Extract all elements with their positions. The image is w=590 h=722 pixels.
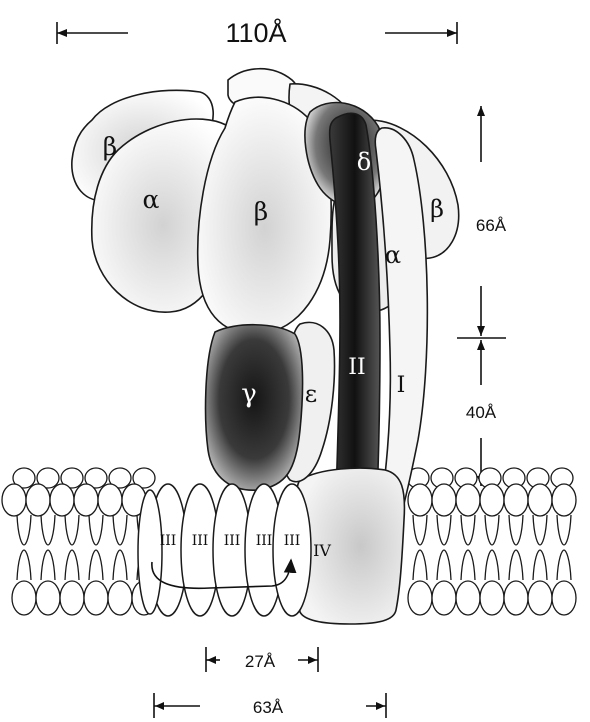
dimension-63-label: 63Å	[253, 698, 284, 717]
lipid-tail	[17, 515, 31, 545]
dimension-66-label: 66Å	[476, 216, 507, 235]
alpha-right-label: α	[385, 241, 401, 269]
lipid-head	[84, 581, 108, 615]
lipid-tail	[533, 515, 547, 545]
beta-right-label: β	[430, 195, 444, 223]
lipid-tail	[65, 515, 79, 545]
lipid-head	[2, 484, 26, 516]
lipid-tail	[89, 515, 103, 545]
lipid-tail	[113, 515, 127, 545]
lipid-tail	[485, 515, 499, 545]
lipid-head	[456, 581, 480, 615]
c-subunit	[273, 484, 311, 616]
lipid-head	[504, 484, 528, 516]
c-subunit-label: III	[224, 533, 241, 549]
lipid-head	[432, 484, 456, 516]
lipid-tail	[89, 550, 103, 580]
c-ring	[138, 484, 311, 616]
lipid-tail	[413, 550, 427, 580]
c-subunit-label: III	[256, 533, 273, 549]
lipid-tail	[41, 515, 55, 545]
c-subunit-label: III	[284, 533, 301, 549]
lipid-head	[108, 581, 132, 615]
lipid-head	[98, 484, 122, 516]
lipid-head	[480, 484, 504, 516]
lipid-head	[480, 581, 504, 615]
lipid-head	[504, 581, 528, 615]
lipid-head	[552, 484, 576, 516]
lipid-tail	[437, 550, 451, 580]
beta-left-label: β	[103, 132, 117, 161]
c-subunit-label: III	[192, 533, 209, 549]
lipid-head	[36, 581, 60, 615]
lipid-tail	[557, 515, 571, 545]
lipid-head	[60, 581, 84, 615]
lipid-head	[408, 484, 432, 516]
lipid-tail	[461, 550, 475, 580]
lipid-head	[456, 484, 480, 516]
gamma-label: γ	[241, 379, 257, 409]
lipid-tail	[557, 550, 571, 580]
lipid-head	[12, 581, 36, 615]
lipid-tail	[113, 550, 127, 580]
dimension-110-label: 110Å	[225, 17, 286, 48]
epsilon-label: ε	[305, 380, 317, 408]
lipid-tail	[509, 550, 523, 580]
c-subunit-edge	[138, 490, 162, 614]
b-subunit-i-label: I	[397, 373, 406, 398]
lipid-head	[408, 581, 432, 615]
lipid-head	[26, 484, 50, 516]
dimension-27-label: 27Å	[245, 652, 276, 671]
a-subunit-iv-label: IV	[313, 541, 331, 560]
lipid-tail	[41, 550, 55, 580]
lipid-tail	[461, 515, 475, 545]
c-subunit-label: III	[160, 533, 177, 549]
lipid-head	[528, 581, 552, 615]
lipid-tail	[437, 515, 451, 545]
lipid-head	[552, 581, 576, 615]
lipid-tail	[17, 550, 31, 580]
lipid-tail	[509, 515, 523, 545]
lipid-head	[50, 484, 74, 516]
beta-center-label: β	[254, 197, 268, 226]
lipid-tail	[533, 550, 547, 580]
lipid-tail	[413, 515, 427, 545]
dimension-40-label: 40Å	[466, 403, 497, 422]
lipid-head	[74, 484, 98, 516]
lipid-tail	[65, 550, 79, 580]
alpha-left-label: α	[143, 185, 160, 214]
lipid-head	[432, 581, 456, 615]
lipid-tail	[485, 550, 499, 580]
lipid-head	[528, 484, 552, 516]
b-subunit-ii-label: II	[348, 355, 365, 380]
delta-label: δ	[357, 148, 371, 176]
